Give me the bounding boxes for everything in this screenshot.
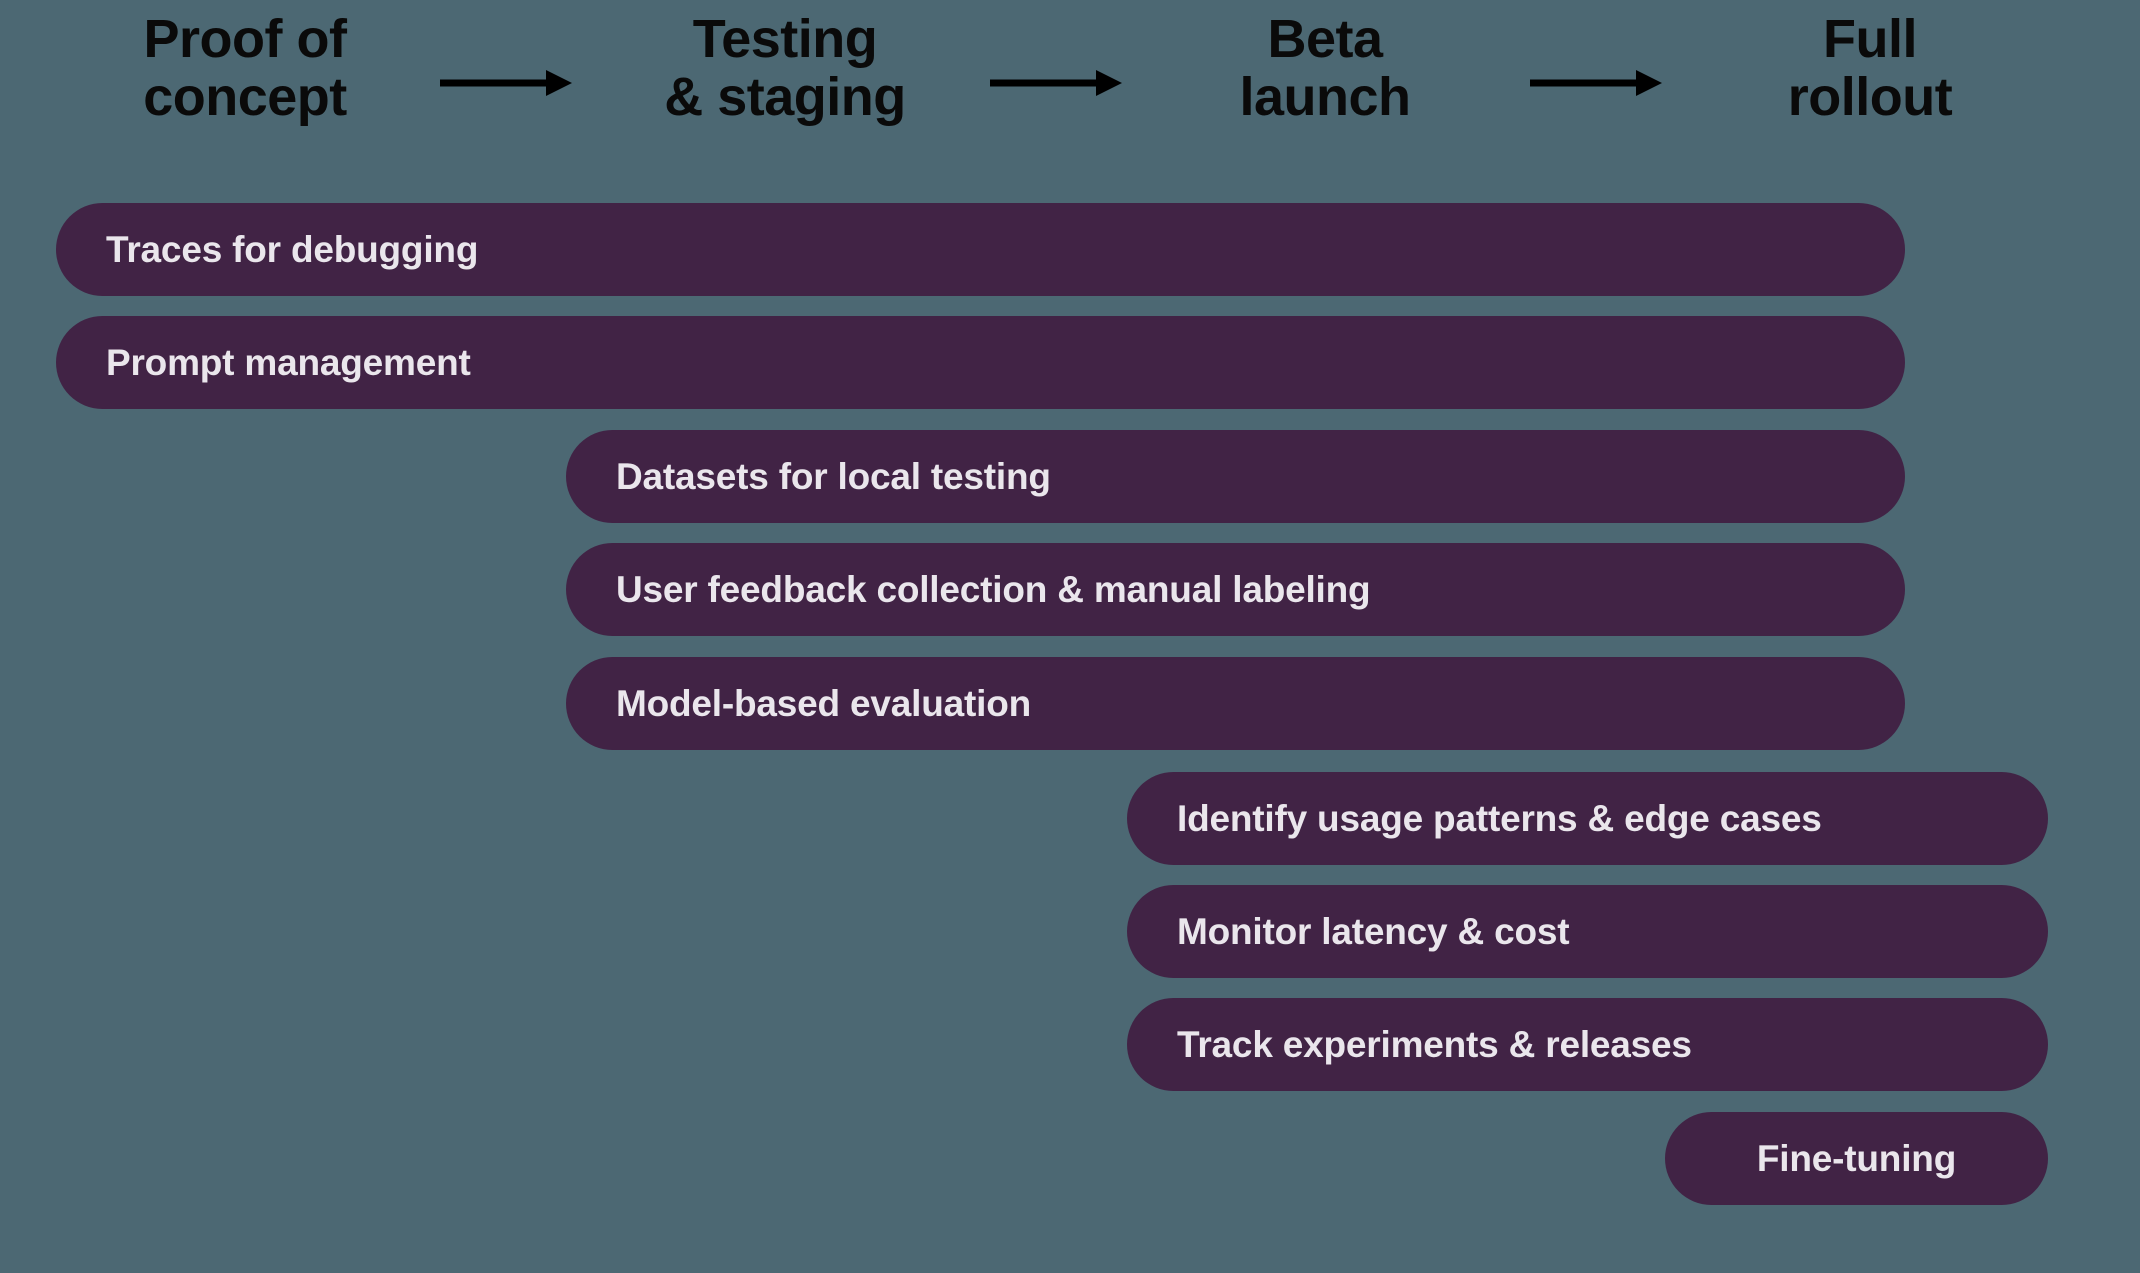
stage-arrow-2-icon <box>990 68 1122 98</box>
stage-label-full-rollout: Full rollout <box>1787 9 1953 128</box>
capability-bar-track-experiments-and-releases[interactable]: Track experiments & releases <box>1127 998 2048 1091</box>
stage-arrow-1-icon <box>440 68 572 98</box>
capability-bar-monitor-latency-and-cost[interactable]: Monitor latency & cost <box>1127 885 2048 978</box>
capability-bar-model-based-evaluation[interactable]: Model-based evaluation <box>566 657 1905 750</box>
capability-bar-label: Prompt management <box>106 341 471 383</box>
stage-label-beta-launch: Beta launch <box>1239 9 1411 128</box>
stage-label-testing-and-staging: Testing & staging <box>664 9 906 128</box>
capability-bar-datasets-for-local-testing[interactable]: Datasets for local testing <box>566 430 1905 523</box>
capability-bar-label: Monitor latency & cost <box>1177 910 1570 952</box>
stage-arrow-3-icon <box>1530 68 1662 98</box>
stage-label-proof-of-concept: Proof of concept <box>143 9 347 128</box>
capability-bar-label: Fine-tuning <box>1756 1137 1957 1179</box>
capability-bar-label: Datasets for local testing <box>616 455 1051 497</box>
capability-bar-label: Model-based evaluation <box>616 682 1032 724</box>
capability-bar-traces-for-debugging[interactable]: Traces for debugging <box>56 203 1905 296</box>
capability-bar-prompt-management[interactable]: Prompt management <box>56 316 1905 409</box>
capability-bar-label: Traces for debugging <box>106 228 479 270</box>
capability-bar-label: User feedback collection & manual labeli… <box>616 568 1371 610</box>
capability-bar-identify-usage-patterns-and-edge-cases[interactable]: Identify usage patterns & edge cases <box>1127 772 2048 865</box>
capability-bar-label: Track experiments & releases <box>1177 1023 1692 1065</box>
capability-bar-label: Identify usage patterns & edge cases <box>1177 797 1822 839</box>
capability-bar-user-feedback-collection-and-manual-labeling[interactable]: User feedback collection & manual labeli… <box>566 543 1905 636</box>
capability-bar-fine-tuning[interactable]: Fine-tuning <box>1665 1112 2048 1205</box>
